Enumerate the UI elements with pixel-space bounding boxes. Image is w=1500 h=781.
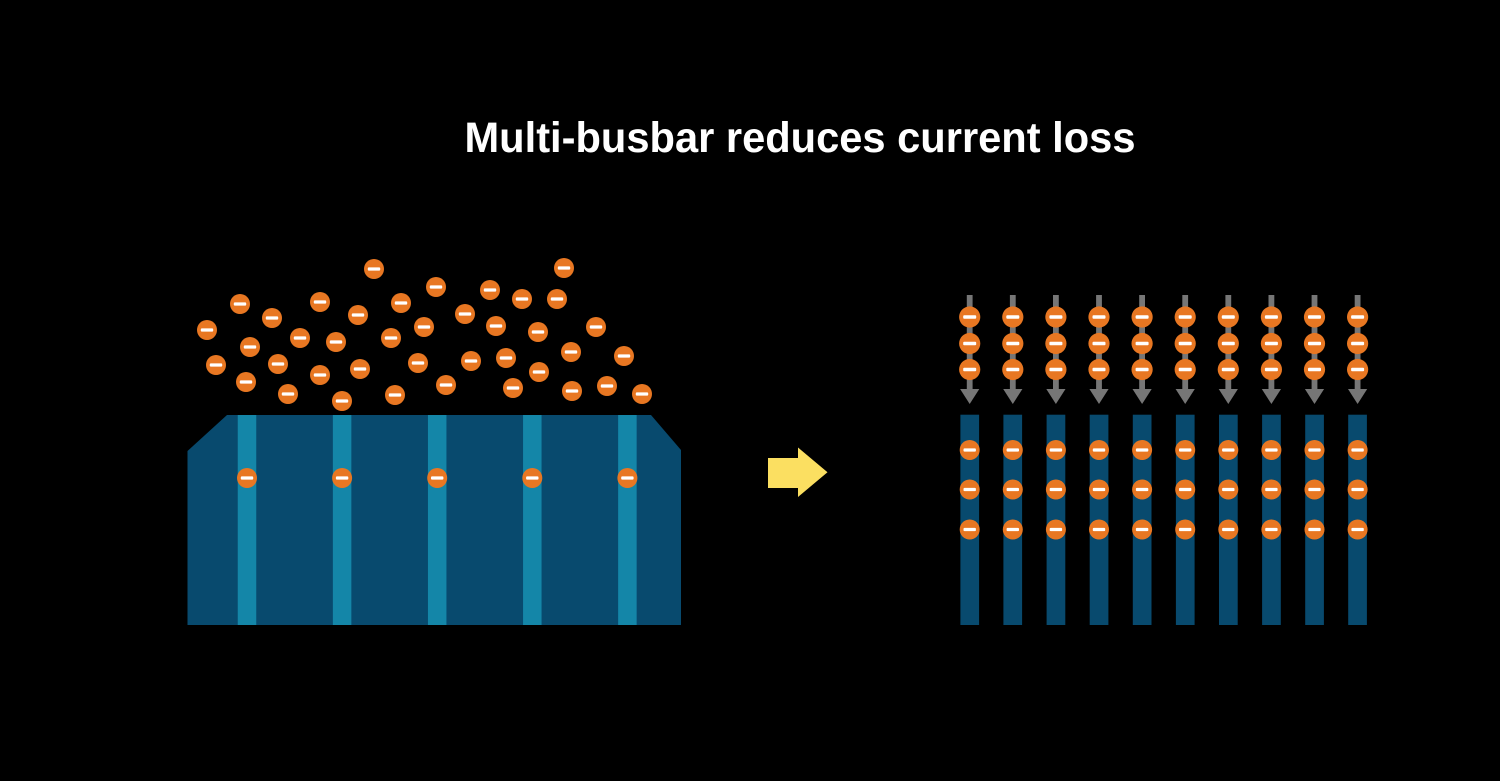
svg-text:Multi-busbar reduces current l: Multi-busbar reduces current loss [465, 114, 1136, 162]
